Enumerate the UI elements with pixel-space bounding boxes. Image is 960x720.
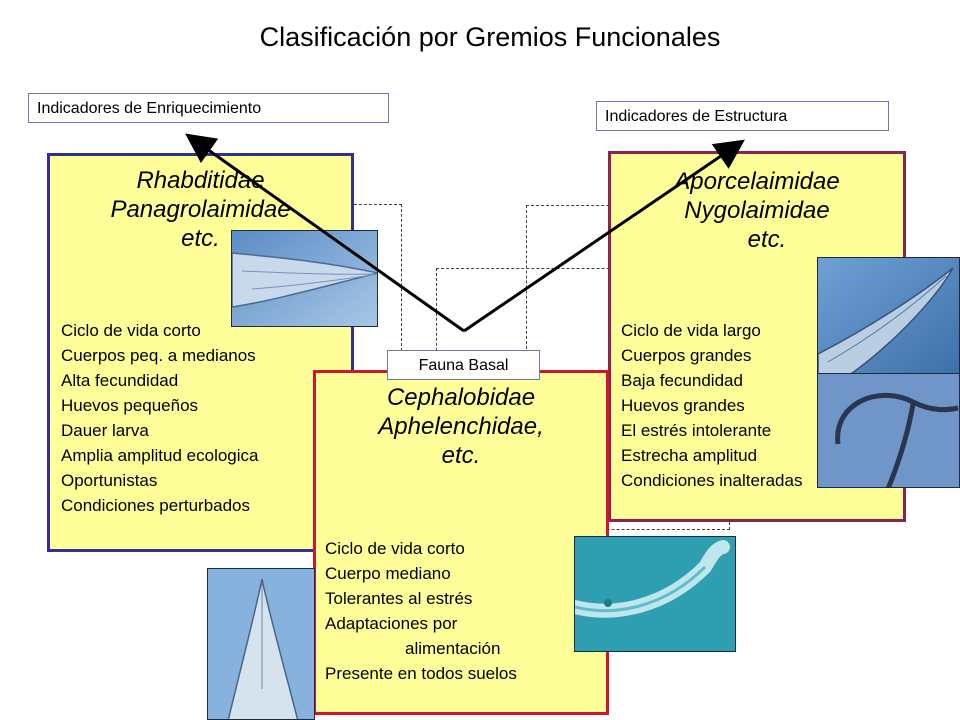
family-name: etc. (441, 442, 481, 469)
trait-item: Huevos grandes (621, 396, 745, 415)
trait-item: Huevos pequeños (61, 396, 199, 415)
enrichment-card: Rhabditidae Panagrolaimidae etc. Ciclo d… (47, 153, 354, 552)
structure-indicators-label: Indicadores de Estructura (596, 101, 889, 131)
trait-item: Cuerpo mediano (325, 564, 451, 583)
trait-item: Oportunistas (61, 471, 158, 490)
family-name: Nygolaimidae (684, 197, 830, 224)
nematode-cyan-photo (574, 536, 736, 652)
trait-item: Dauer larva (61, 421, 149, 440)
trait-item: Estrecha amplitud (621, 446, 758, 465)
arrow-to-structure (463, 139, 745, 333)
enrichment-indicators-label: Indicadores de Enriquecimiento (28, 93, 389, 123)
trait-item: Condiciones perturbados (61, 496, 251, 515)
trait-item: Ciclo de vida corto (61, 321, 201, 340)
family-name: Rhabditidae (136, 167, 265, 194)
trait-item: Alta fecundidad (61, 371, 179, 390)
family-name: etc. (747, 226, 787, 253)
trait-item: Cuerpos peq. a medianos (61, 346, 256, 365)
nematode-tail-photo (817, 257, 960, 375)
trait-item: Adaptaciones por (325, 614, 458, 633)
trait-item: Presente en todos suelos (325, 664, 517, 683)
trait-item: Tolerantes al estrés (325, 589, 473, 608)
nematode-curled-photo (817, 373, 960, 488)
family-name: etc. (181, 225, 220, 252)
trait-item: Condiciones inalteradas (621, 471, 803, 490)
family-name: Panagrolaimidae (110, 196, 291, 223)
arrow-to-enrichment (185, 133, 465, 333)
family-name: Aporcelaimidae (674, 168, 840, 195)
trait-item: El estrés intolerante (621, 421, 772, 440)
basal-card: Cephalobidae Aphelenchidae, etc. Ciclo d… (313, 370, 609, 715)
trait-item: Cuerpos grandes (621, 346, 752, 365)
nematode-head-photo-2 (207, 568, 315, 720)
trait-item: alimentación (405, 639, 501, 658)
nematode-head-photo (231, 230, 378, 327)
trait-item: Amplia amplitud ecologica (61, 446, 259, 465)
trait-item: Ciclo de vida largo (621, 321, 761, 340)
basal-fauna-label: Fauna Basal (387, 350, 540, 380)
trait-item: Baja fecundidad (621, 371, 743, 390)
trait-item: Ciclo de vida corto (325, 539, 465, 558)
family-name: Aphelenchidae, (378, 413, 544, 440)
page-title: Clasificación por Gremios Funcionales (259, 22, 721, 52)
family-name: Cephalobidae (386, 384, 536, 411)
